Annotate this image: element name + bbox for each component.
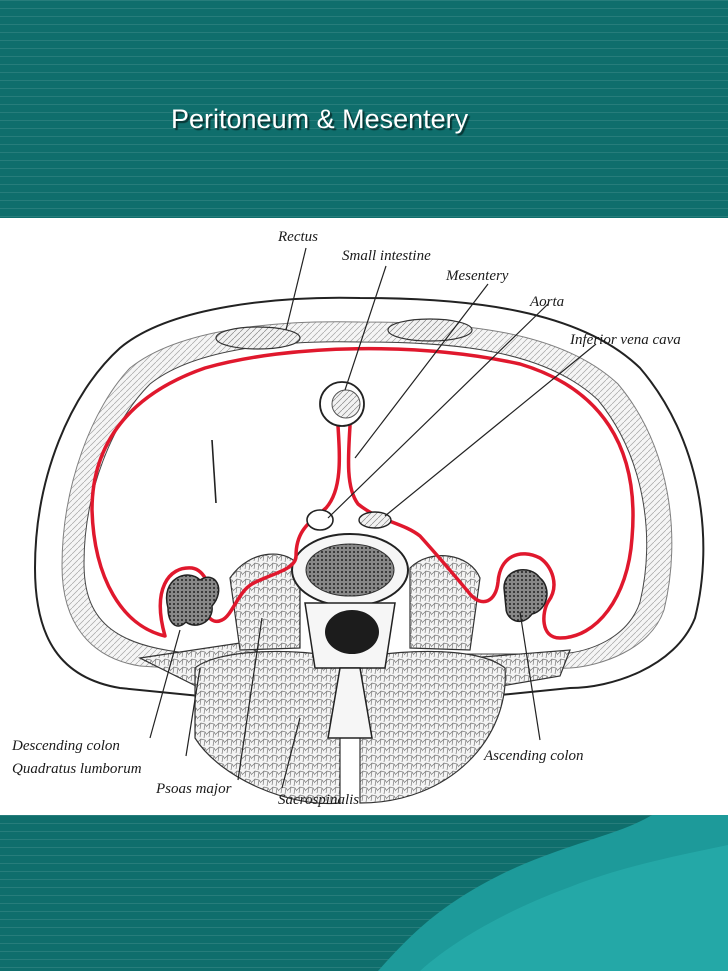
- posterior-muscles: [138, 553, 571, 805]
- label-inferior-vena-cava: Inferior vena cava: [569, 332, 681, 348]
- label-aorta: Aorta: [529, 294, 564, 310]
- label-small-intestine: Small intestine: [342, 248, 431, 264]
- cross-section-diagram: Rectus Small intestine Mesentery Aorta I…: [11, 229, 705, 808]
- label-mesentery: Mesentery: [445, 268, 509, 284]
- small-intestine: [319, 381, 365, 427]
- leader-lines: [149, 247, 597, 789]
- label-descending-colon: Descending colon: [11, 738, 120, 754]
- label-quadratus-lumborum: Quadratus lumborum: [12, 761, 142, 777]
- label-ascending-colon: Ascending colon: [483, 748, 584, 764]
- arrow-mark: [211, 439, 217, 504]
- rectus-muscles: [215, 318, 473, 350]
- vertebra: [291, 533, 409, 739]
- slide-title: Peritoneum & Mesentery: [171, 104, 469, 134]
- anatomy-figure: Rectus Small intestine Mesentery Aorta I…: [0, 218, 728, 815]
- label-rectus: Rectus: [277, 229, 318, 245]
- colons: [165, 568, 548, 627]
- great-vessels: [306, 509, 392, 531]
- label-psoas-major: Psoas major: [155, 781, 232, 797]
- title-band: Peritoneum & Mesentery: [0, 0, 728, 218]
- wave-decoration: [378, 815, 728, 971]
- label-sacrospinalis: Sacrospinalis: [278, 792, 359, 808]
- peritoneum-line: [90, 346, 635, 640]
